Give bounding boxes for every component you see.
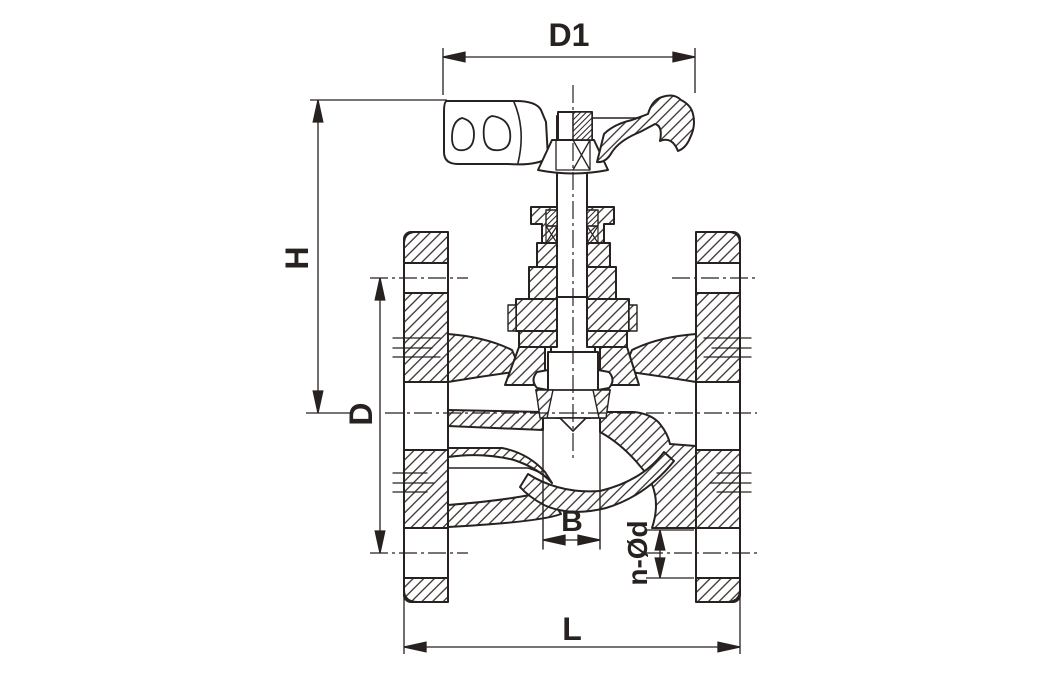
handwheel bbox=[443, 94, 695, 175]
dim-label-b: B bbox=[561, 505, 583, 538]
right-flange bbox=[695, 231, 741, 603]
dimension-L bbox=[403, 547, 741, 654]
dimension-D bbox=[374, 277, 386, 554]
dimension-n-od bbox=[646, 529, 694, 579]
dim-label-h: H bbox=[279, 246, 315, 269]
dim-label-d: D bbox=[343, 402, 379, 425]
dimension-B bbox=[542, 534, 601, 546]
centerlines bbox=[370, 85, 758, 554]
dim-label-d1: D1 bbox=[549, 17, 590, 53]
dim-label-l: L bbox=[562, 611, 582, 647]
dim-label-n-od: n-Ød bbox=[622, 520, 653, 585]
surface-tick-marks bbox=[392, 337, 752, 493]
left-flange bbox=[403, 231, 449, 603]
gland bbox=[530, 206, 615, 244]
bonnet bbox=[507, 242, 638, 348]
dimension-H bbox=[306, 99, 447, 414]
dimension-D1 bbox=[442, 48, 696, 95]
